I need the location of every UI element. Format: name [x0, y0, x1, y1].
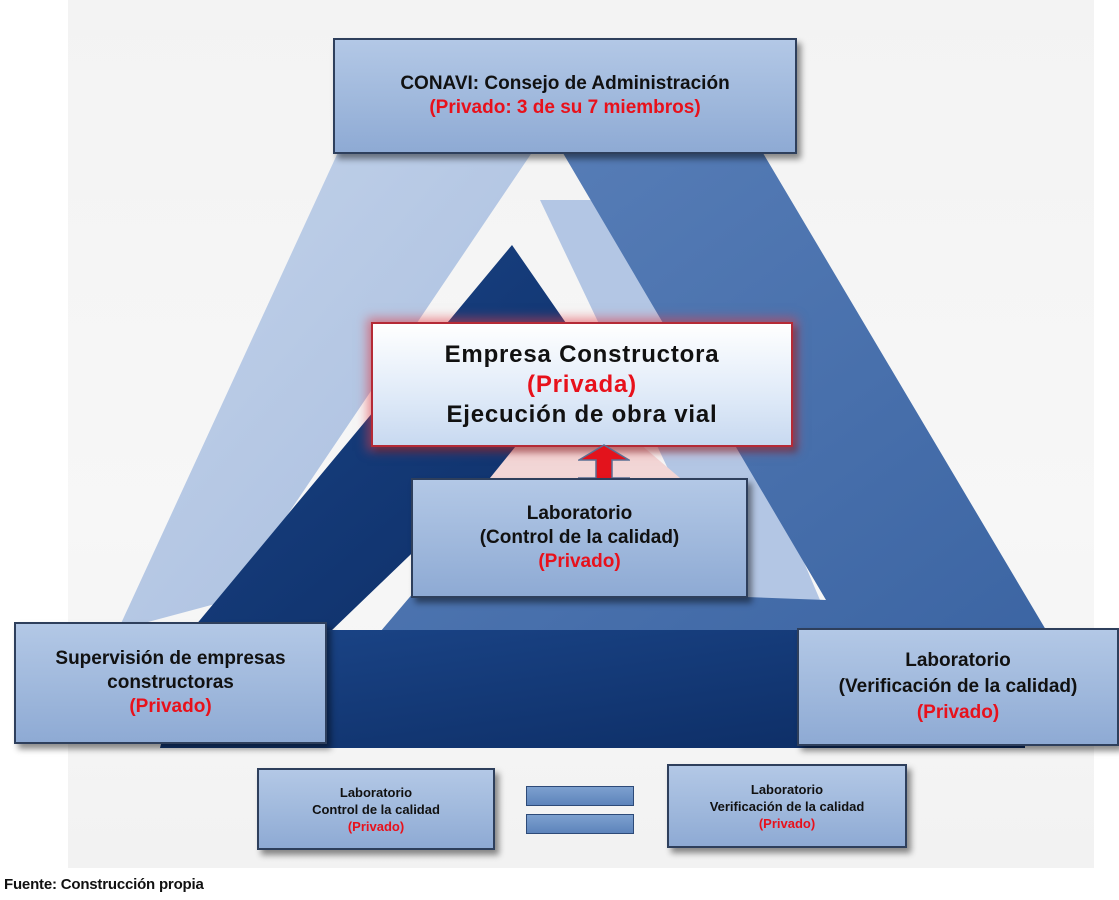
small-control-title: Laboratorio [339, 784, 413, 800]
small-laboratorio-control-box: Laboratorio Control de la calidad (Priva… [257, 768, 495, 850]
empresa-note: (Privada) [527, 370, 637, 398]
lab-control-note: (Privado) [538, 551, 621, 572]
empresa-title: Empresa Constructora [444, 340, 720, 368]
small-control-note: (Privado) [347, 818, 405, 834]
triangle-light-band [118, 148, 535, 630]
supervision-note: (Privado) [129, 696, 212, 717]
laboratorio-verificacion-box: Laboratorio (Verificación de la calidad)… [797, 628, 1119, 746]
equals-sign-icon-bottom-bar [526, 814, 634, 834]
empresa-constructora-box: Empresa Constructora (Privada) Ejecución… [371, 322, 793, 447]
laboratorio-control-box: Laboratorio (Control de la calidad) (Pri… [411, 478, 748, 598]
lab-verif-subtitle: (Verificación de la calidad) [838, 676, 1078, 697]
conavi-title: CONAVI: Consejo de Administración [400, 73, 730, 94]
lab-control-subtitle: (Control de la calidad) [479, 527, 680, 548]
lab-verif-title: Laboratorio [905, 650, 1011, 671]
conavi-box: CONAVI: Consejo de Administración (Priva… [333, 38, 797, 154]
small-laboratorio-verificacion-box: Laboratorio Verificación de la calidad (… [667, 764, 907, 848]
supervision-title: Supervisión de empresas [55, 648, 286, 669]
supervision-box: Supervisión de empresas constructoras (P… [14, 622, 327, 744]
small-verif-note: (Privado) [758, 815, 816, 831]
empresa-subtitle: Ejecución de obra vial [446, 400, 718, 428]
source-caption: Fuente: Construcción propia [4, 876, 204, 893]
lab-control-title: Laboratorio [526, 503, 633, 524]
lab-verif-note: (Privado) [916, 702, 1000, 723]
small-verif-title: Laboratorio [750, 781, 824, 797]
small-verif-subtitle: Verificación de la calidad [709, 798, 865, 814]
supervision-subtitle: constructoras [107, 672, 234, 693]
small-control-subtitle: Control de la calidad [312, 801, 440, 817]
conavi-note: (Privado: 3 de su 7 miembros) [429, 97, 701, 118]
equals-sign-icon-top-bar [526, 786, 634, 806]
